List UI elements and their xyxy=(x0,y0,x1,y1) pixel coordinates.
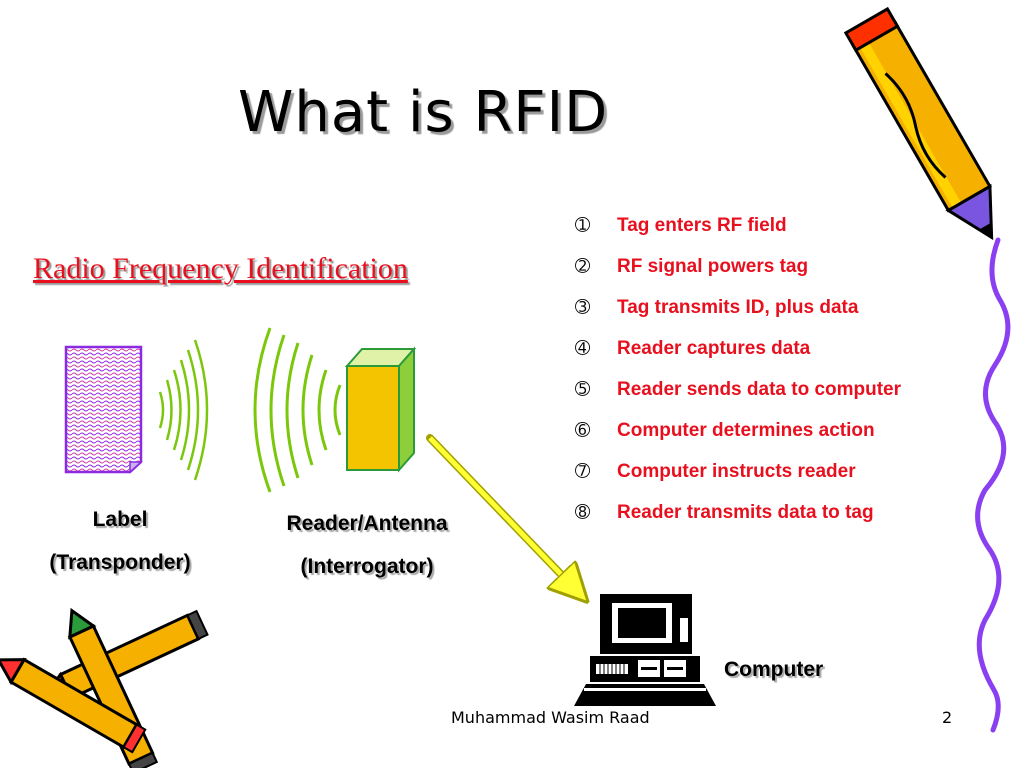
page-title: What is RFID xyxy=(238,80,609,145)
reader-caption-line1: Reader/Antenna xyxy=(286,512,448,535)
subtitle: Radio Frequency Identification xyxy=(33,252,408,285)
step-marker: ➆ xyxy=(575,461,591,481)
reader-caption-line2: (Interrogator) xyxy=(300,555,434,578)
step-text: Reader sends data to computer xyxy=(617,378,902,400)
computer-icon xyxy=(574,594,716,706)
step-text: Computer determines action xyxy=(617,419,875,441)
list-item: ➁ RF signal powers tag xyxy=(575,246,901,287)
step-marker: ➃ xyxy=(575,338,591,358)
list-item: ➃ Reader captures data xyxy=(575,328,901,369)
crayons-icon xyxy=(0,607,209,768)
pencil-icon xyxy=(843,6,994,241)
step-marker: ➄ xyxy=(575,379,591,399)
label-caption: Label (Transponder) xyxy=(20,498,220,584)
step-text: Reader transmits data to tag xyxy=(617,501,874,523)
step-marker: ➇ xyxy=(575,502,591,522)
list-item: ➅ Computer determines action xyxy=(575,410,901,451)
step-text: Tag transmits ID, plus data xyxy=(617,296,859,318)
computer-caption: Computer xyxy=(724,658,824,681)
step-text: RF signal powers tag xyxy=(617,255,809,277)
list-item: ➆ Computer instructs reader xyxy=(575,451,901,492)
list-item: ➄ Reader sends data to computer xyxy=(575,369,901,410)
label-caption-line2: (Transponder) xyxy=(49,551,191,574)
step-text: Tag enters RF field xyxy=(617,214,787,236)
reader-caption: Reader/Antenna (Interrogator) xyxy=(262,502,472,588)
step-marker: ➂ xyxy=(575,297,591,317)
step-text: Reader captures data xyxy=(617,337,811,359)
step-marker: ➅ xyxy=(575,420,591,440)
list-item: ➀ Tag enters RF field xyxy=(575,205,901,246)
rfid-label-icon xyxy=(64,345,143,474)
step-marker: ➀ xyxy=(575,215,591,235)
step-text: Computer instructs reader xyxy=(617,460,856,482)
list-item: ➇ Reader transmits data to tag xyxy=(575,492,901,533)
arrow-icon xyxy=(426,434,578,592)
label-caption-line1: Label xyxy=(92,508,148,531)
radio-wave-icon-reader xyxy=(253,327,342,493)
page-number: 2 xyxy=(942,708,953,727)
steps-list: ➀ Tag enters RF field ➁ RF signal powers t… xyxy=(575,205,901,533)
list-item: ➂ Tag transmits ID, plus data xyxy=(575,287,901,328)
radio-wave-icon xyxy=(158,339,209,481)
reader-antenna-icon xyxy=(344,346,417,473)
footer-author: Muhammad Wasim Raad xyxy=(451,708,650,727)
squiggle-line-icon xyxy=(975,237,1011,733)
step-marker: ➁ xyxy=(575,256,591,276)
